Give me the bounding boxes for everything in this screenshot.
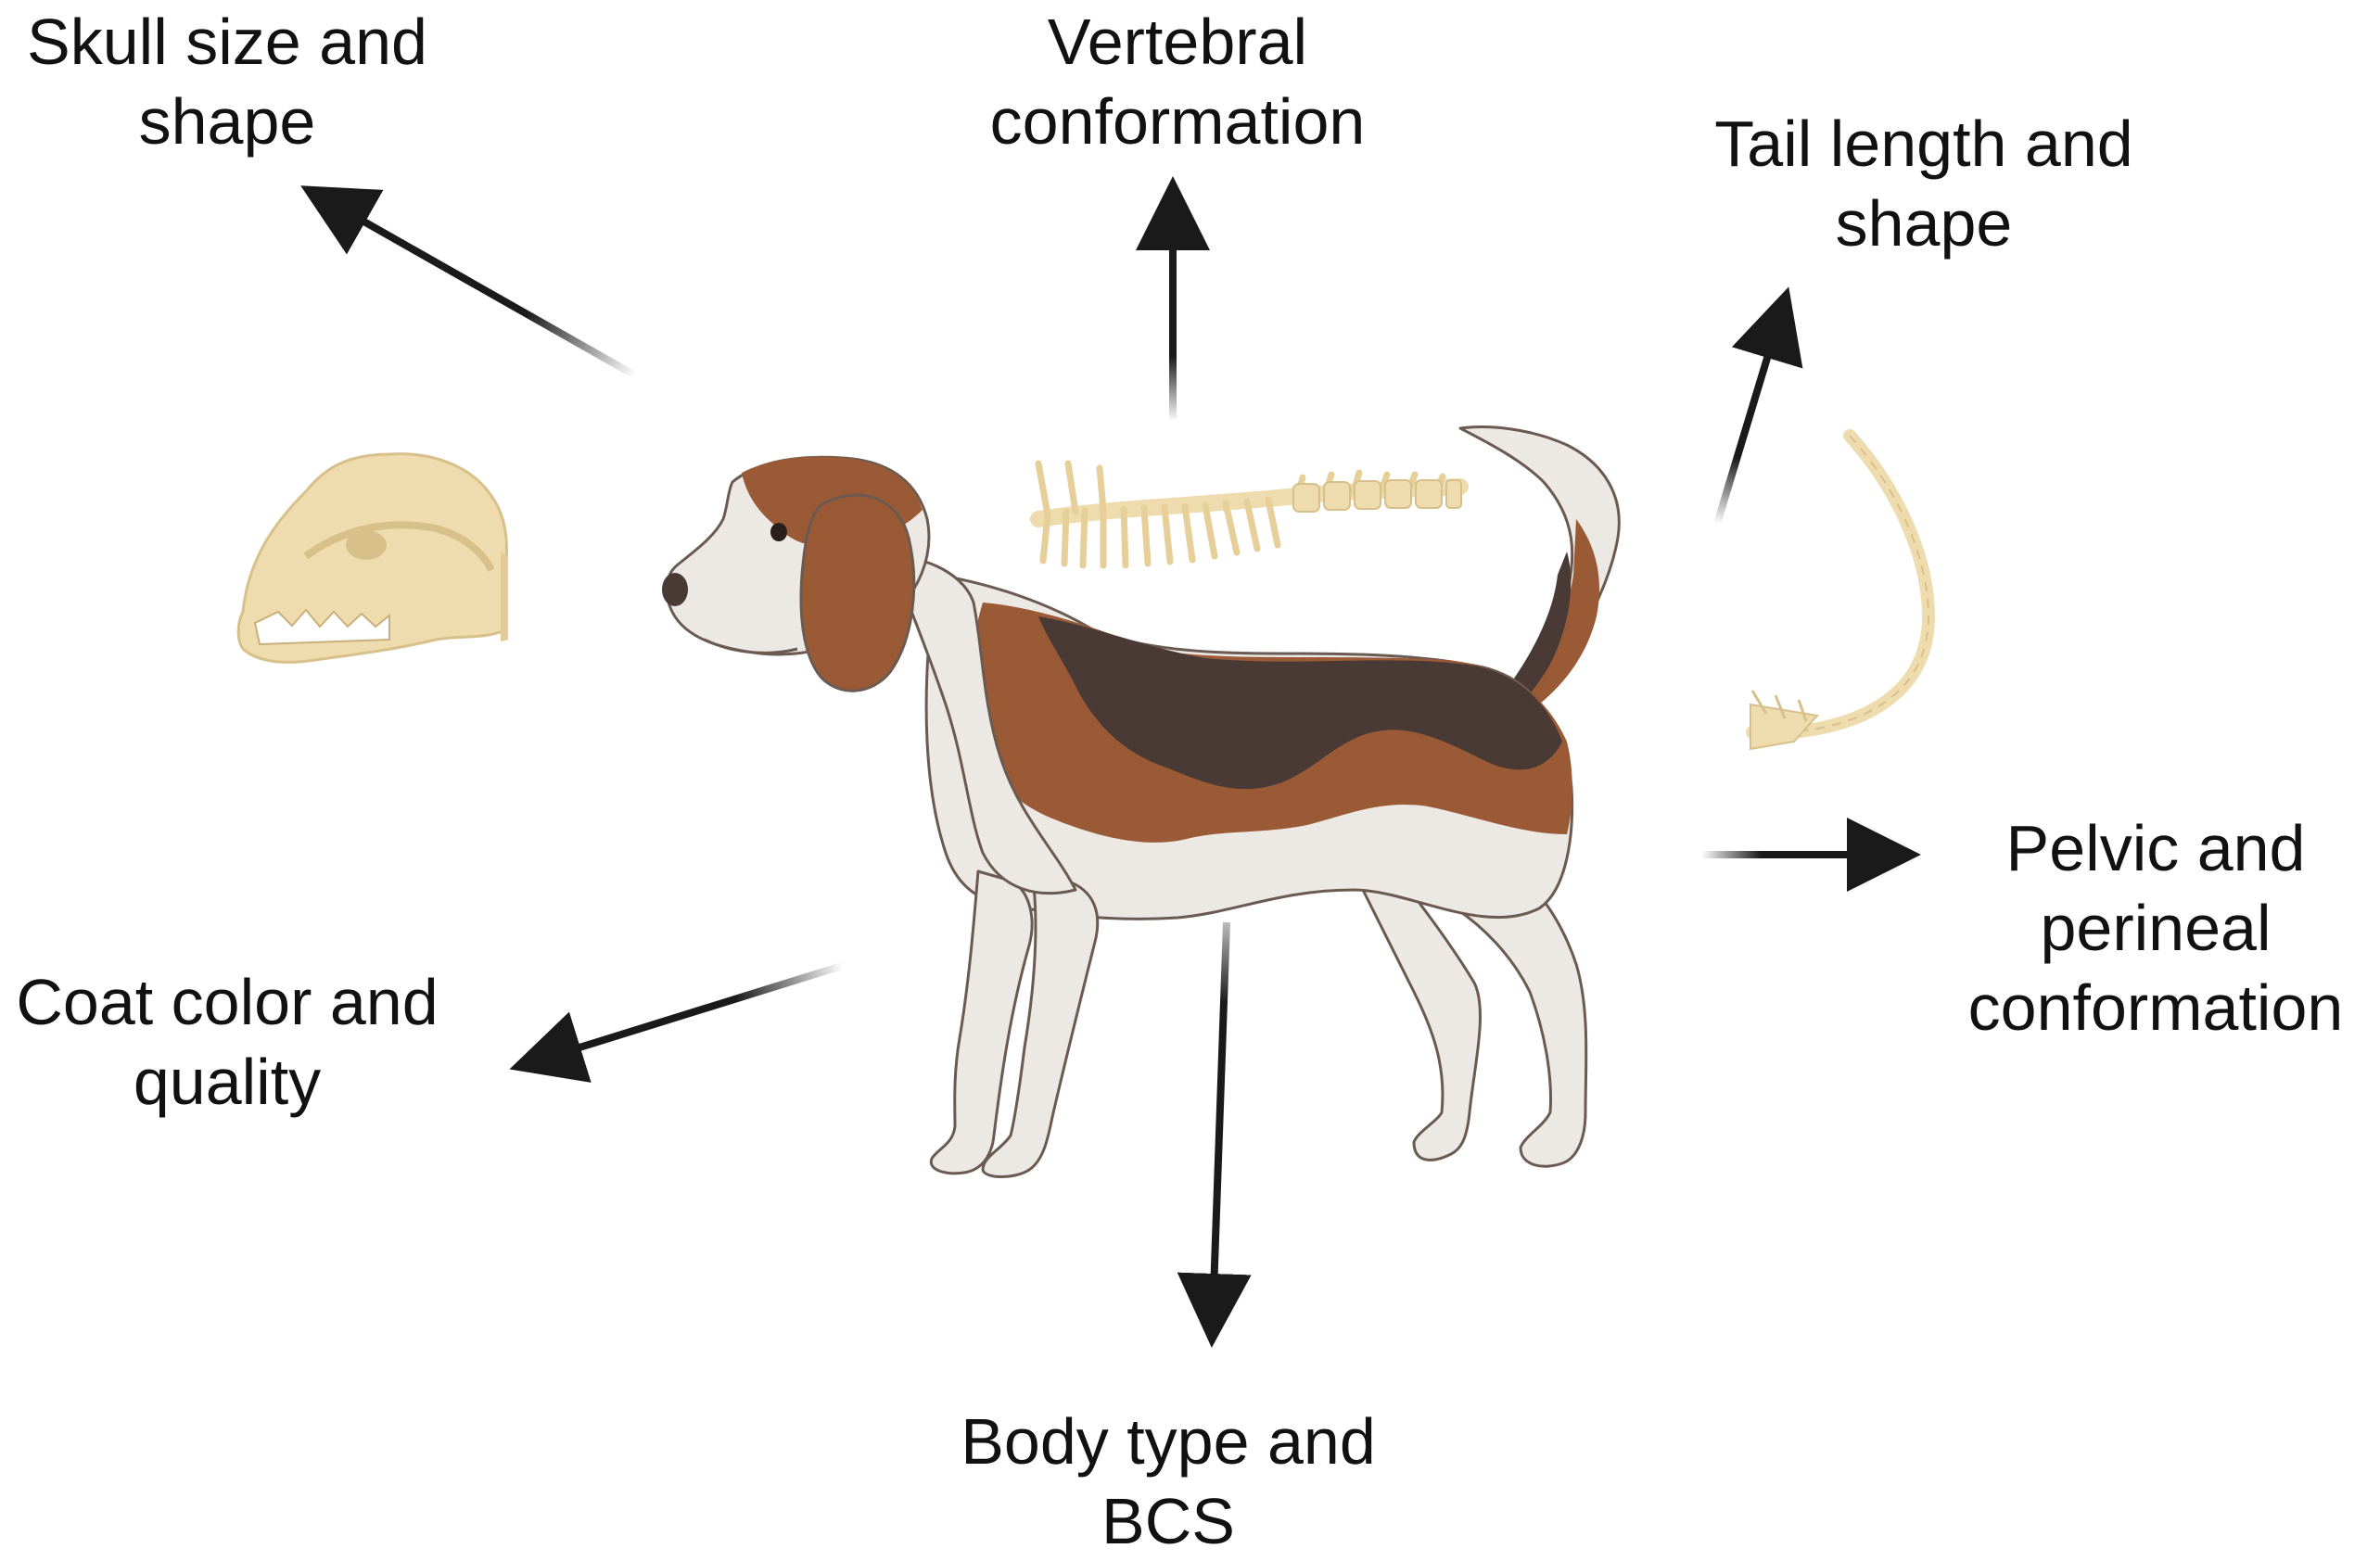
- label-coat-line-1: Coat color and: [16, 966, 439, 1038]
- label-vertebral-line-2: conformation: [989, 85, 1366, 158]
- label-vertebral-line-1: Vertebral: [1047, 6, 1308, 78]
- tail-bones-icon: [1746, 429, 1936, 751]
- label-skull: Skull size and shape: [9, 2, 445, 161]
- label-tail-line-1: Tail length and: [1714, 108, 2133, 180]
- skull-icon: [236, 452, 508, 664]
- arrow-to-tail: [1713, 286, 1803, 526]
- arrow-to-coat: [509, 962, 844, 1083]
- arrow-to-body: [1177, 921, 1252, 1348]
- arrow-to-skull: [300, 185, 637, 379]
- dog-illustration: [662, 425, 1621, 1178]
- label-vertebral: Vertebral conformation: [955, 2, 1400, 161]
- arrows: [300, 176, 1921, 1348]
- vertebrae-icon: [1030, 460, 1469, 569]
- label-body-line-2: BCS: [1101, 1485, 1235, 1557]
- label-skull-line-2: shape: [138, 85, 316, 158]
- label-body-line-1: Body type and: [961, 1405, 1376, 1478]
- label-skull-line-1: Skull size and: [27, 6, 427, 78]
- label-coat: Coat color and quality: [0, 962, 454, 1122]
- label-pelvic-line-2: perineal: [2040, 892, 2272, 964]
- label-tail: Tail length and shape: [1692, 104, 2156, 263]
- label-tail-line-2: shape: [1835, 187, 2013, 260]
- label-pelvic-line-3: conformation: [1967, 971, 2344, 1044]
- label-body: Body type and BCS: [946, 1402, 1391, 1561]
- label-pelvic-line-1: Pelvic and: [2005, 812, 2306, 884]
- label-coat-line-2: quality: [133, 1046, 322, 1118]
- label-pelvic: Pelvic and perineal conformation: [1938, 808, 2374, 1047]
